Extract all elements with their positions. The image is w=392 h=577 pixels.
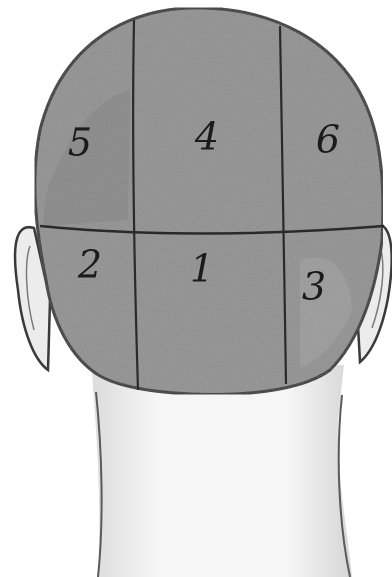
zone-label-6: 6 [316, 118, 340, 162]
zone-label-3: 3 [302, 265, 326, 309]
zone-label-5: 5 [68, 121, 92, 165]
zone-label-2: 2 [77, 243, 102, 287]
zone-label-4: 4 [194, 115, 219, 159]
neck [92, 365, 352, 577]
zone-label-1: 1 [190, 247, 214, 291]
